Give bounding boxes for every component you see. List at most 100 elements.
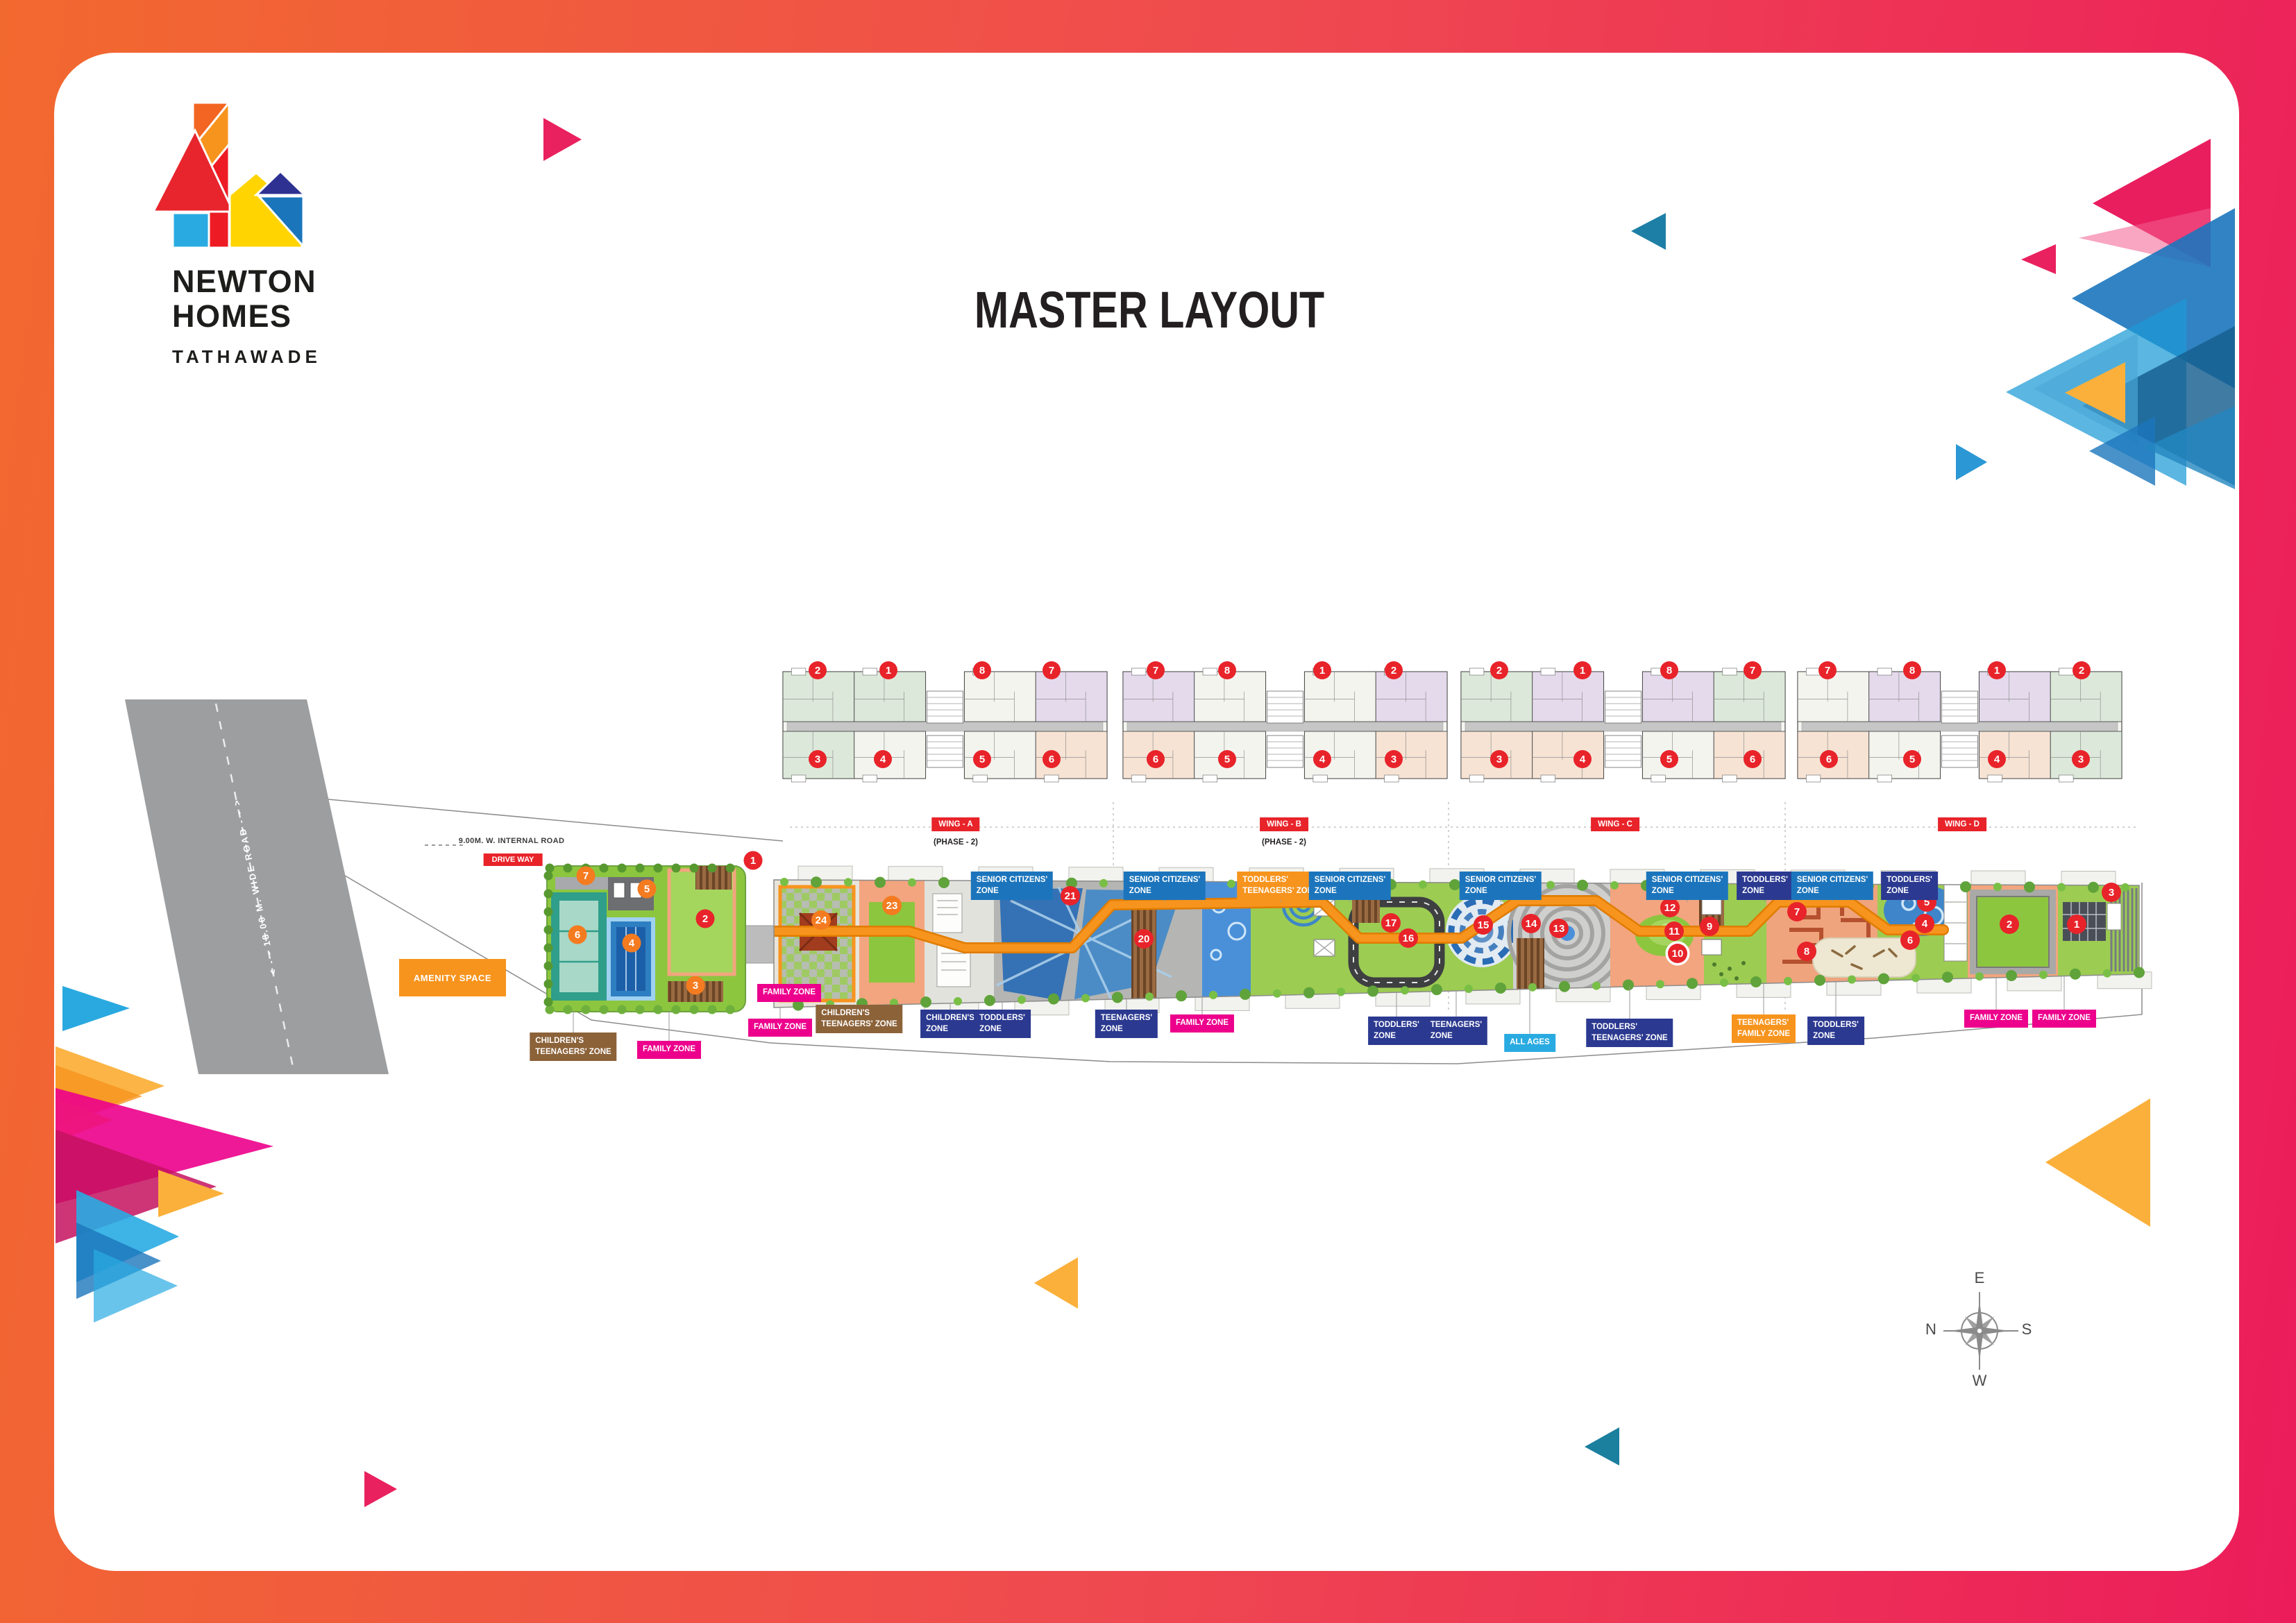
marker-17: 17 bbox=[1381, 913, 1401, 933]
svg-text:3: 3 bbox=[815, 754, 820, 765]
svg-text:6: 6 bbox=[1750, 754, 1755, 765]
marker-12: 12 bbox=[1660, 898, 1680, 917]
marker-23: 23 bbox=[882, 896, 902, 915]
svg-text:20: 20 bbox=[1138, 933, 1150, 945]
wide-road bbox=[125, 699, 389, 1074]
svg-text:5: 5 bbox=[1924, 897, 1930, 908]
svg-text:7: 7 bbox=[1049, 665, 1054, 677]
marker-21: 21 bbox=[1061, 886, 1080, 906]
marker-13: 13 bbox=[1549, 919, 1569, 938]
svg-text:8: 8 bbox=[1804, 946, 1809, 958]
marker-3: 3 bbox=[686, 976, 705, 995]
floorplan-clusters bbox=[782, 668, 2122, 783]
svg-text:6: 6 bbox=[1049, 754, 1054, 765]
svg-text:23: 23 bbox=[886, 900, 898, 912]
marker-1: 1 bbox=[2067, 915, 2086, 934]
svg-text:2: 2 bbox=[815, 665, 820, 677]
marker-2: 2 bbox=[1385, 661, 1403, 679]
marker-2: 2 bbox=[695, 909, 715, 928]
svg-text:7: 7 bbox=[1153, 665, 1158, 677]
marker-8: 8 bbox=[1660, 661, 1678, 679]
marker-7: 7 bbox=[576, 866, 596, 885]
svg-text:4: 4 bbox=[1319, 754, 1326, 765]
marker-3: 3 bbox=[1490, 750, 1508, 768]
marker-7: 7 bbox=[1787, 902, 1807, 921]
marker-8: 8 bbox=[1218, 661, 1236, 679]
marker-5: 5 bbox=[637, 879, 657, 899]
strip-bushes bbox=[780, 876, 2145, 1011]
marker-1: 1 bbox=[1573, 661, 1592, 679]
svg-text:1: 1 bbox=[886, 665, 891, 677]
marker-1: 1 bbox=[879, 661, 897, 679]
marker-4: 4 bbox=[1988, 750, 2006, 768]
svg-text:5: 5 bbox=[644, 883, 650, 895]
marker-3: 3 bbox=[2072, 750, 2090, 768]
marker-6: 6 bbox=[1147, 750, 1165, 768]
marker-4: 4 bbox=[1915, 914, 1934, 933]
marker-8: 8 bbox=[1903, 661, 1921, 679]
marker-7: 7 bbox=[1147, 661, 1165, 679]
marker-16: 16 bbox=[1399, 928, 1418, 948]
svg-text:4: 4 bbox=[880, 754, 886, 765]
compass-rose bbox=[1943, 1292, 2018, 1370]
decor-triangles-bottom-left bbox=[56, 986, 273, 1323]
svg-text:6: 6 bbox=[1153, 754, 1158, 765]
svg-text:9: 9 bbox=[1707, 921, 1712, 933]
marker-4: 4 bbox=[622, 933, 641, 953]
svg-text:2: 2 bbox=[702, 913, 708, 925]
svg-text:7: 7 bbox=[1750, 665, 1755, 677]
marker-6: 6 bbox=[1820, 750, 1838, 768]
svg-text:21: 21 bbox=[1065, 890, 1077, 902]
svg-text:6: 6 bbox=[1826, 754, 1832, 765]
svg-text:8: 8 bbox=[1666, 665, 1672, 677]
marker-5: 5 bbox=[1917, 892, 1936, 912]
svg-text:7: 7 bbox=[1794, 906, 1800, 918]
svg-text:5: 5 bbox=[979, 754, 985, 765]
marker-2: 2 bbox=[2073, 661, 2091, 679]
marker-8: 8 bbox=[1797, 942, 1816, 961]
svg-text:2: 2 bbox=[1496, 665, 1502, 677]
svg-text:4: 4 bbox=[1580, 754, 1586, 765]
marker-1: 1 bbox=[1313, 661, 1331, 679]
svg-text:8: 8 bbox=[1224, 665, 1230, 677]
marker-6: 6 bbox=[1043, 750, 1061, 768]
marker-7: 7 bbox=[1043, 661, 1061, 679]
svg-text:5: 5 bbox=[1224, 754, 1230, 765]
marker-2: 2 bbox=[2000, 915, 2019, 934]
marker-5: 5 bbox=[973, 750, 991, 768]
clubhouse-area bbox=[546, 865, 779, 1012]
decor-triangles-top-right bbox=[2006, 139, 2235, 489]
svg-text:3: 3 bbox=[2109, 887, 2114, 899]
marker-6: 6 bbox=[568, 925, 587, 944]
svg-text:7: 7 bbox=[583, 870, 589, 882]
svg-text:2: 2 bbox=[2007, 919, 2012, 931]
svg-text:4: 4 bbox=[629, 937, 635, 949]
marker-4: 4 bbox=[1313, 750, 1331, 768]
svg-text:17: 17 bbox=[1385, 917, 1397, 929]
svg-text:14: 14 bbox=[1526, 918, 1537, 930]
clubhouse-bushes bbox=[543, 863, 735, 1014]
svg-text:6: 6 bbox=[1907, 935, 1913, 946]
marker-1: 1 bbox=[1988, 661, 2006, 679]
svg-text:1: 1 bbox=[1580, 665, 1585, 677]
svg-text:3: 3 bbox=[1496, 754, 1502, 765]
svg-text:4: 4 bbox=[1922, 918, 1928, 930]
marker-5: 5 bbox=[1218, 750, 1236, 768]
svg-text:1: 1 bbox=[1319, 665, 1325, 677]
marker-9: 9 bbox=[1700, 917, 1719, 936]
marker-10: 10 bbox=[1668, 944, 1687, 963]
svg-text:1: 1 bbox=[750, 855, 756, 867]
svg-text:1: 1 bbox=[1994, 665, 2000, 677]
marker-4: 4 bbox=[874, 750, 892, 768]
site-boundary bbox=[328, 799, 2143, 1064]
svg-text:6: 6 bbox=[575, 929, 580, 941]
svg-text:13: 13 bbox=[1553, 923, 1565, 935]
svg-text:3: 3 bbox=[693, 980, 698, 992]
marker-20: 20 bbox=[1134, 929, 1154, 949]
svg-text:15: 15 bbox=[1478, 919, 1489, 931]
svg-text:5: 5 bbox=[1666, 754, 1672, 765]
svg-text:12: 12 bbox=[1664, 902, 1676, 914]
marker-8: 8 bbox=[973, 661, 991, 679]
marker-11: 11 bbox=[1664, 921, 1684, 941]
